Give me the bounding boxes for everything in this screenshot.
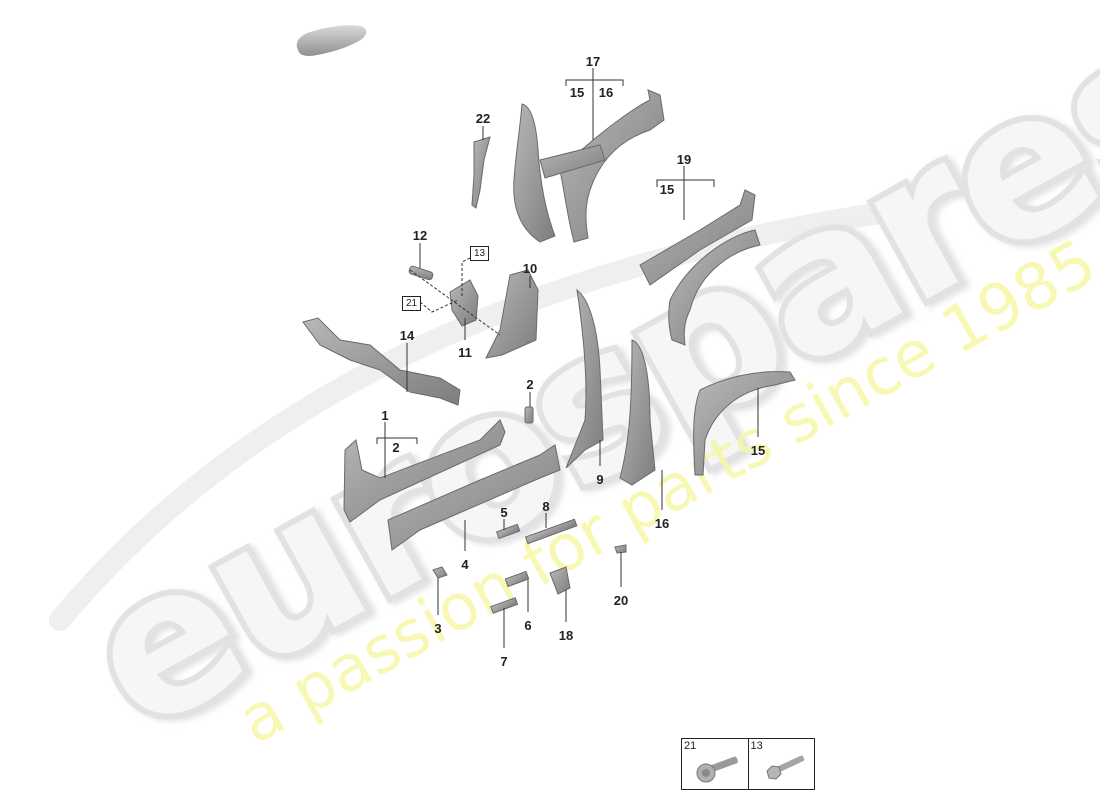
part-5 (495, 523, 521, 540)
part-7 (490, 597, 519, 614)
callout-box-21[interactable]: 21 (402, 296, 422, 311)
label-1[interactable]: 1 (381, 408, 389, 423)
part-15 (693, 371, 796, 476)
part-14 (302, 317, 461, 406)
part-9 (565, 288, 604, 469)
callout-box-13[interactable]: 13 (470, 246, 490, 261)
fastener-legend: 21 13 (681, 738, 815, 790)
part-1 (343, 419, 506, 523)
part-16 (619, 339, 656, 486)
label-18[interactable]: 18 (558, 628, 574, 643)
label-17-sub-15[interactable]: 15 (569, 85, 585, 100)
label-14[interactable]: 14 (399, 328, 415, 343)
legend-number: 21 (684, 740, 697, 752)
part-22 (471, 136, 491, 209)
part-2-small (524, 406, 534, 424)
label-19[interactable]: 19 (676, 152, 692, 167)
label-11[interactable]: 11 (458, 345, 472, 360)
part-19-rail (639, 189, 756, 286)
part-12 (408, 265, 434, 281)
label-16[interactable]: 16 (654, 516, 670, 531)
label-12[interactable]: 12 (412, 228, 428, 243)
label-8[interactable]: 8 (542, 499, 550, 514)
label-7[interactable]: 7 (500, 654, 508, 669)
part-20 (614, 544, 627, 554)
label-3[interactable]: 3 (434, 621, 442, 636)
label-6[interactable]: 6 (524, 618, 532, 633)
part-3 (432, 566, 448, 579)
flange-bolt-icon (696, 756, 738, 783)
car-thumbnail-icon (296, 25, 367, 56)
legend-cell-21[interactable]: 21 (682, 739, 749, 789)
legend-number: 13 (750, 740, 763, 752)
part-17-wheelarch (559, 89, 665, 243)
label-9[interactable]: 9 (596, 472, 604, 487)
part-19-wheelarch (668, 229, 761, 346)
label-10[interactable]: 10 (522, 261, 538, 276)
label-2-top[interactable]: 2 (526, 377, 534, 392)
hex-bolt-icon (765, 755, 804, 780)
label-20[interactable]: 20 (613, 593, 629, 608)
part-10 (485, 269, 539, 359)
label-4[interactable]: 4 (461, 557, 469, 572)
part-18 (549, 566, 571, 595)
legend-cell-13[interactable]: 13 (749, 739, 815, 789)
label-22[interactable]: 22 (475, 111, 491, 126)
part-17-pillar (513, 103, 556, 243)
label-5[interactable]: 5 (500, 505, 508, 520)
label-1-sub-2[interactable]: 2 (392, 440, 400, 455)
part-4 (387, 444, 561, 551)
label-15-right[interactable]: 15 (750, 443, 766, 458)
part-8 (524, 518, 578, 545)
label-17-sub-16[interactable]: 16 (598, 85, 614, 100)
part-11 (449, 279, 479, 327)
part-6 (504, 570, 530, 588)
label-19-sub-15[interactable]: 15 (659, 182, 675, 197)
label-17[interactable]: 17 (585, 54, 601, 69)
